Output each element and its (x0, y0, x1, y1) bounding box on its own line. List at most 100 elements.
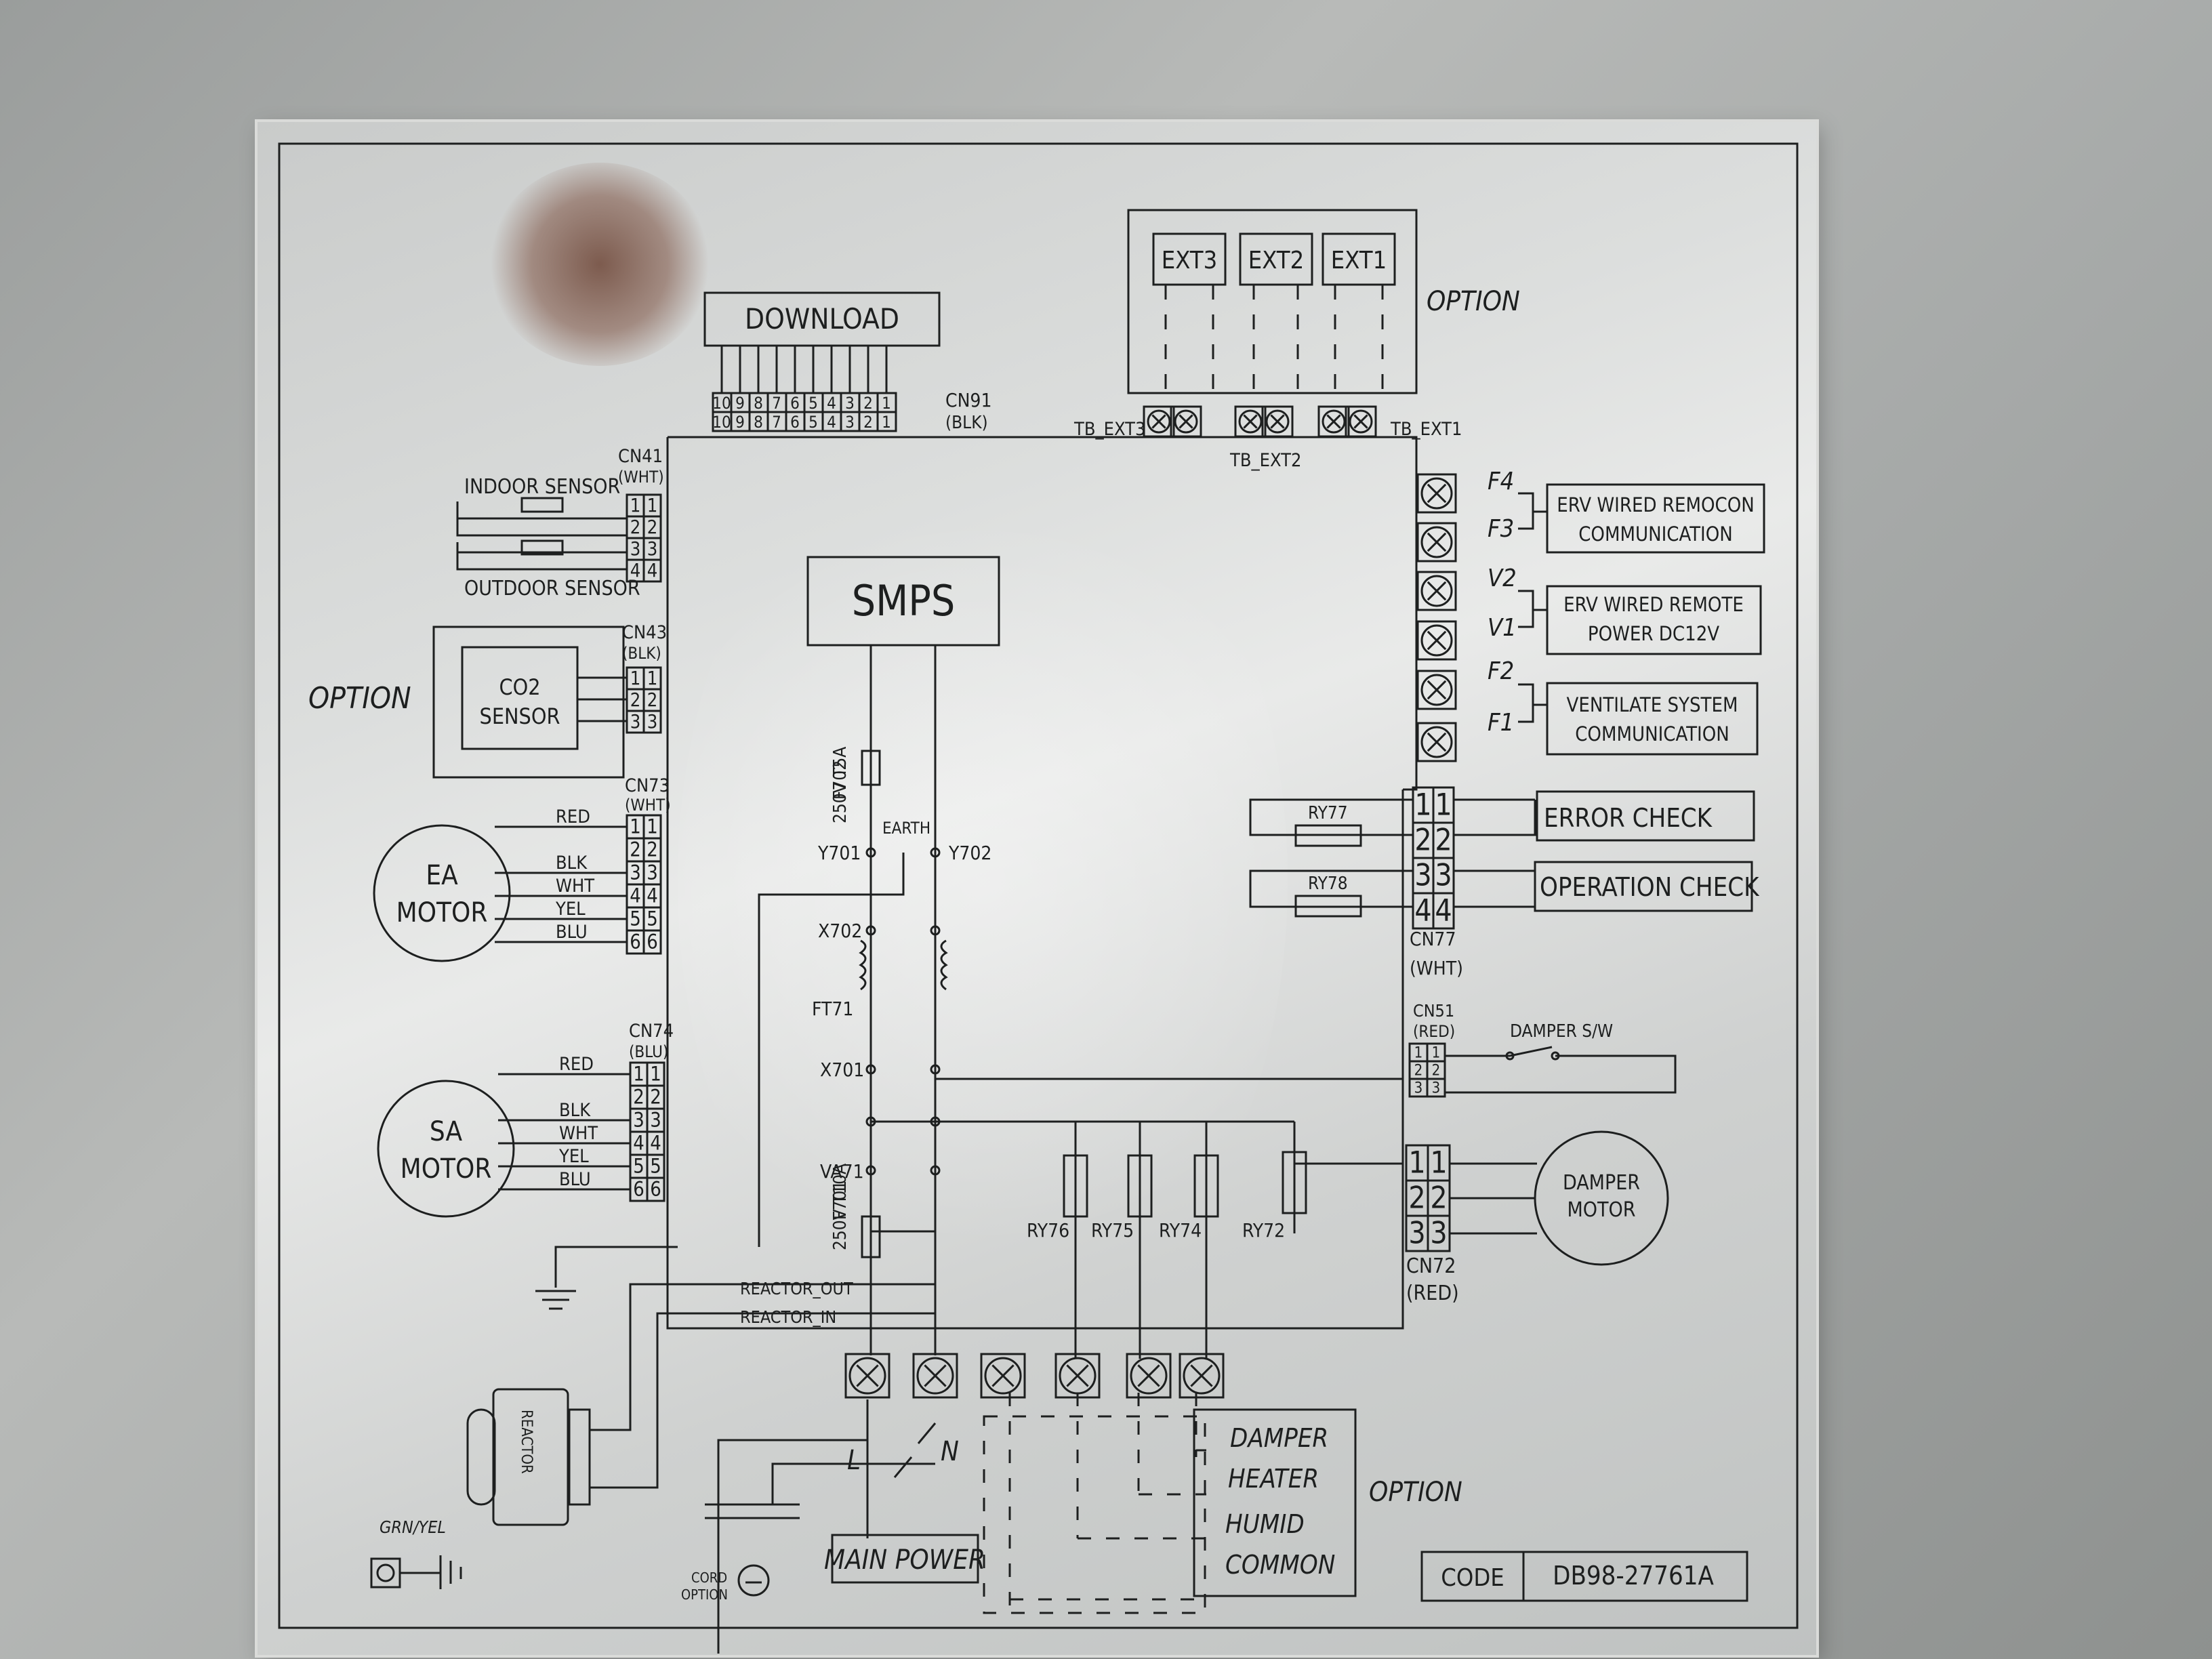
ext-option-label: OPTION (1427, 286, 1520, 317)
ext2-label: EXT2 (1248, 247, 1304, 274)
f2-label: F2 (1488, 657, 1514, 685)
right-terminal-housing (1416, 473, 1457, 514)
reactor-out-label: REACTOR_OUT (740, 1279, 853, 1298)
right-terminal-slot (1427, 581, 1447, 601)
cn41-pin-number: 1 (630, 495, 641, 516)
download-box (703, 291, 941, 347)
cn51-pin-number: 2 (1432, 1061, 1441, 1079)
cn51-label: CN51 (1413, 1001, 1454, 1021)
f702-rating: 250V T5A (830, 747, 851, 823)
co2-wires (577, 676, 627, 722)
right-terminal-housing (1416, 522, 1457, 562)
cn41-pin-number: 2 (647, 517, 658, 538)
option-damper: DAMPER (1230, 1423, 1328, 1453)
cn51-pin-number: 3 (1414, 1079, 1423, 1097)
tb-ext2-label: TB_EXT2 (1229, 450, 1301, 471)
reactor-component (466, 1283, 935, 1526)
right-terminal-housing (1416, 722, 1457, 762)
cn72-pin-number: 1 (1430, 1146, 1447, 1181)
main-terminal-housing (912, 1353, 958, 1399)
main-terminal-housing (844, 1353, 890, 1399)
damper-switch-wiring (1445, 1046, 1677, 1094)
main-terminal-housing (980, 1353, 1026, 1399)
erv-power-line1: ERV WIRED REMOTE (1563, 593, 1744, 616)
cn74-pin-number: 4 (650, 1132, 661, 1155)
cn43-pin-cell (642, 710, 662, 734)
right-terminal-screw (1420, 624, 1453, 657)
code-box (1420, 1551, 1748, 1602)
indoor-sensor-label: INDOOR SENSOR (464, 475, 620, 499)
cn77-pin-number: 1 (1414, 788, 1431, 823)
cn43-color: (BLK) (622, 644, 661, 663)
main-terminal-slot (1190, 1364, 1213, 1387)
f3-label: F3 (1488, 515, 1514, 543)
cn74-pin-number: 5 (633, 1155, 644, 1178)
cn74-pin-number: 1 (650, 1063, 661, 1086)
cn41-pin-number: 4 (630, 560, 641, 581)
motor-wire-color-label: BLK (556, 853, 588, 874)
cn74-pin-number: 3 (633, 1109, 644, 1132)
motor-wire-color-label: WHT (556, 876, 594, 897)
cn41-pin-number: 3 (630, 539, 641, 560)
cn74-pin-number: 4 (633, 1132, 644, 1155)
cn91-pin-number: 4 (827, 413, 836, 432)
v2-label: V2 (1488, 565, 1517, 592)
cn91-label: CN91 (945, 389, 991, 411)
cn72-color: (RED) (1406, 1282, 1459, 1305)
tb-ext-terminal-slot (1353, 414, 1368, 429)
damper-motor-wires (1450, 1162, 1537, 1235)
cn74-pin-number: 6 (650, 1178, 661, 1201)
cn91-pin-number: 4 (827, 394, 836, 413)
download-wires (720, 346, 888, 393)
motor-wire-color-label: WHT (559, 1123, 598, 1144)
erv-remocon-line2: COMMUNICATION (1578, 523, 1733, 546)
ea-motor-label-line2: MOTOR (396, 897, 488, 928)
f701-label: F701 (830, 1181, 851, 1220)
cn72-pin-cell (1427, 1214, 1451, 1252)
ext-dashed-wires (1164, 285, 1384, 400)
main-terminal-housing (1179, 1353, 1225, 1399)
cn77-pin-number: 3 (1414, 859, 1431, 893)
co2-sensor-box (461, 646, 579, 750)
ext2-box (1239, 232, 1313, 286)
right-terminal-housing (1416, 620, 1457, 661)
main-terminal-screw (1183, 1357, 1221, 1395)
cn73-label: CN73 (625, 775, 670, 796)
cn51-pin-cell (1426, 1078, 1446, 1098)
code-label: CODE (1441, 1564, 1504, 1592)
main-terminal-slot (924, 1364, 947, 1387)
cn77-label: CN77 (1410, 928, 1456, 950)
right-terminal-slot (1427, 532, 1447, 552)
cn77-pin-cell (1432, 892, 1455, 930)
cn74-pin-cell (646, 1176, 665, 1202)
cn41-color: (WHT) (618, 468, 664, 487)
damper-motor-line1: DAMPER (1563, 1171, 1640, 1195)
motor-wire-color-label: BLU (556, 922, 588, 943)
x701-label: X701 (820, 1059, 864, 1081)
tb-ext-terminal-slot (1151, 414, 1166, 429)
option-output-box (1193, 1408, 1357, 1597)
cn43-pin-number: 1 (647, 668, 658, 689)
motor-wire-color-label: RED (556, 806, 590, 827)
ext3-box (1152, 232, 1227, 286)
cn43-label: CN43 (622, 622, 667, 643)
smps-label: SMPS (852, 576, 956, 626)
power-rails (758, 645, 1403, 1355)
ry76-label: RY76 (1027, 1219, 1069, 1242)
cn73-pin-number: 2 (647, 838, 658, 861)
cn77-pin-number: 2 (1414, 823, 1431, 858)
cn91-pin-number: 10 (712, 394, 731, 413)
cn73-pin-number: 4 (630, 884, 641, 907)
cn73-pin-number: 2 (630, 838, 641, 861)
cn91-pin-number: 6 (790, 394, 800, 413)
cn43-pin-number: 2 (647, 690, 658, 711)
cn74-pin-number: 5 (650, 1155, 661, 1178)
cn77-relay-wiring (1249, 798, 1536, 918)
damper-motor-line2: MOTOR (1567, 1198, 1635, 1222)
ry75-label: RY75 (1091, 1219, 1134, 1242)
main-terminal-screw (984, 1357, 1022, 1395)
cn74-pin-number: 2 (633, 1086, 644, 1109)
